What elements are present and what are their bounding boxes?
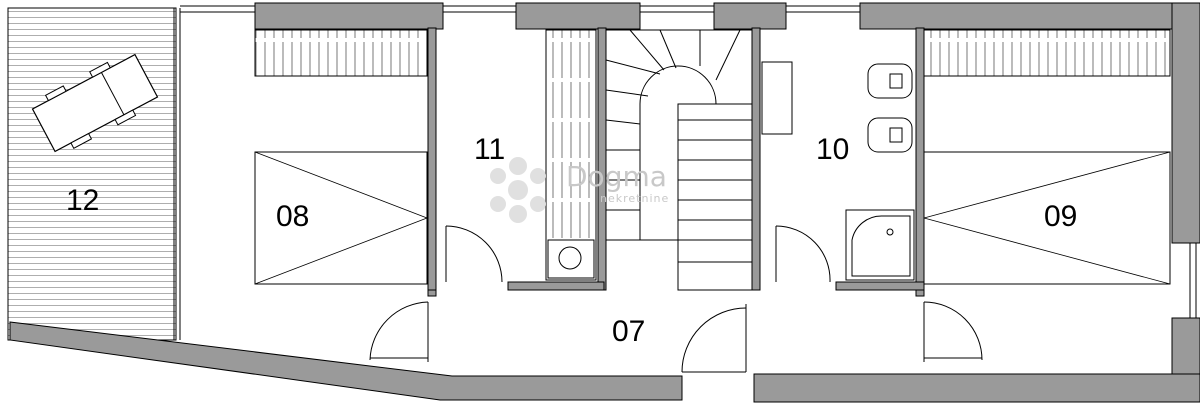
room-label-08: 08 bbox=[276, 200, 310, 233]
room-label-09: 09 bbox=[1044, 200, 1078, 233]
lounge-chair-icon bbox=[31, 53, 159, 153]
room-label-11: 11 bbox=[474, 133, 506, 166]
bathroom-10-fixtures bbox=[761, 61, 915, 281]
room-label-10: 10 bbox=[816, 133, 850, 166]
watermark-logo-icon bbox=[490, 157, 546, 223]
staircase bbox=[605, 29, 753, 291]
windows bbox=[180, 5, 1197, 318]
room-09-furniture bbox=[923, 29, 1171, 285]
walls bbox=[9, 2, 1200, 403]
room-label-07: 07 bbox=[612, 315, 646, 348]
watermark-sub: nekretnine bbox=[600, 192, 670, 205]
watermark-brand: Dogma bbox=[566, 160, 667, 193]
room-08-furniture bbox=[254, 29, 428, 285]
room-label-12: 12 bbox=[66, 184, 100, 217]
doors bbox=[369, 225, 983, 373]
terrace-12 bbox=[7, 7, 181, 341]
room-11-closet bbox=[545, 29, 597, 281]
